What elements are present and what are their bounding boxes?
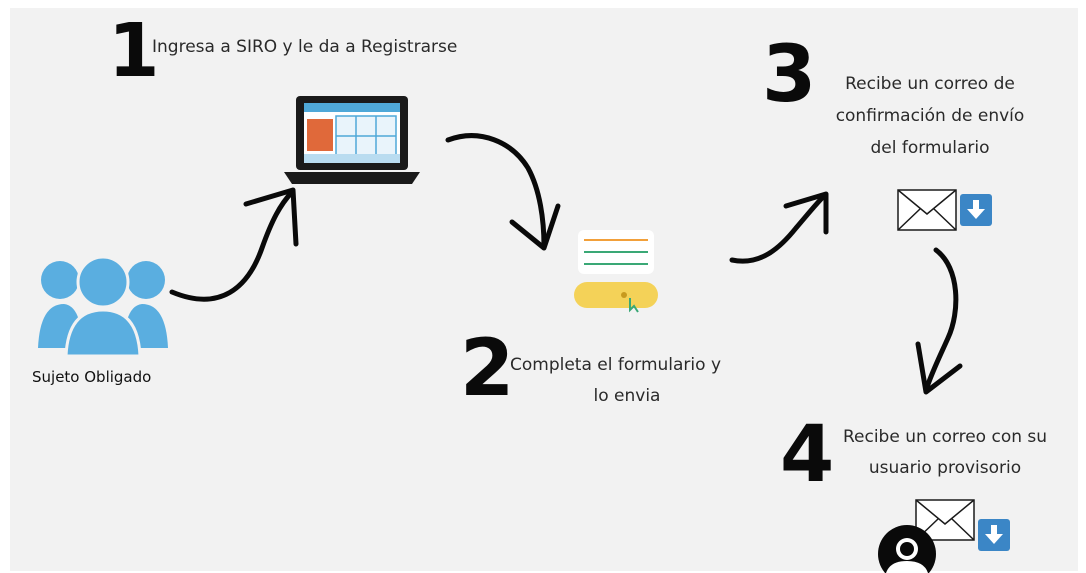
step-1-text: Ingresa a SIRO y le da a Registrarse xyxy=(152,37,458,57)
step-4-number: 4 xyxy=(780,410,834,500)
step-3-text-line2: confirmación de envío xyxy=(835,106,1025,126)
step-3-text-line3: del formulario xyxy=(870,138,990,158)
step-3-number: 3 xyxy=(762,30,816,120)
diagram-background xyxy=(10,8,1078,571)
user-avatar-icon xyxy=(878,525,936,573)
step-1-number: 1 xyxy=(108,8,159,94)
step-3-text-line1: Recibe un correo de xyxy=(845,74,1015,94)
users-group-icon xyxy=(38,255,168,358)
actor-label: Sujeto Obligado xyxy=(32,368,152,386)
step-2-number: 2 xyxy=(460,324,514,414)
step-2-text-line1: Completa el formulario y xyxy=(510,355,722,375)
laptop-icon xyxy=(284,96,420,184)
step-4-text-line2: usuario provisorio xyxy=(868,458,1022,478)
step-2-text-line2: lo envia xyxy=(593,386,661,406)
step-4-text-line1: Recibe un correo con su xyxy=(842,427,1048,447)
download-icon xyxy=(960,194,992,226)
form-document-icon xyxy=(574,230,658,313)
download-icon xyxy=(978,519,1010,551)
envelope-icon xyxy=(897,189,957,231)
